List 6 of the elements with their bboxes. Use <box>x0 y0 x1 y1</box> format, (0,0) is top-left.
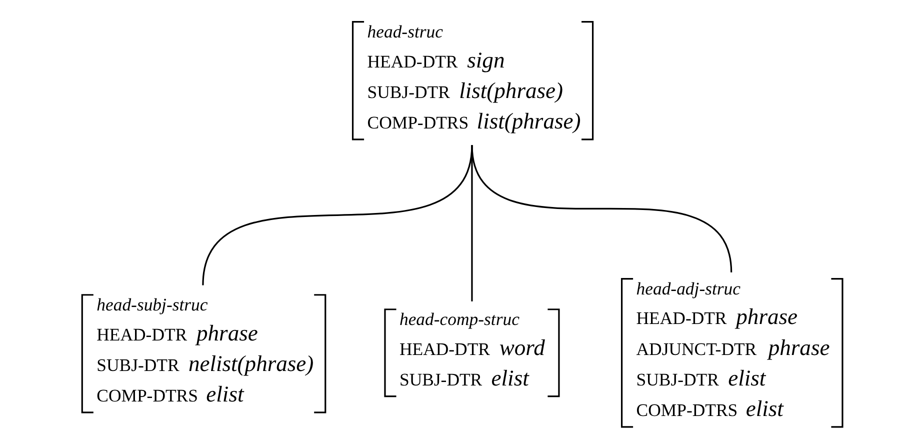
connector <box>471 145 473 302</box>
node-text: head-struc HEAD-DTR sign SUBJ-DTR list(phrase) COMP-DTRS list(phrase) <box>367 22 581 134</box>
node-text: head-subj-struc HEAD-DTR phrase SUBJ-DTR nelist(phrase) COMP-DTRS elist <box>96 294 314 407</box>
node-text: head-comp-struc HEAD-DTR word SUBJ-DTR elist <box>399 309 545 390</box>
connector <box>471 144 732 272</box>
node-text: head-adj-struc HEAD-DTR phrase ADJUNCT-DTR phrase SUBJ-DTR elist COMP-DTRS elist <box>636 278 830 422</box>
